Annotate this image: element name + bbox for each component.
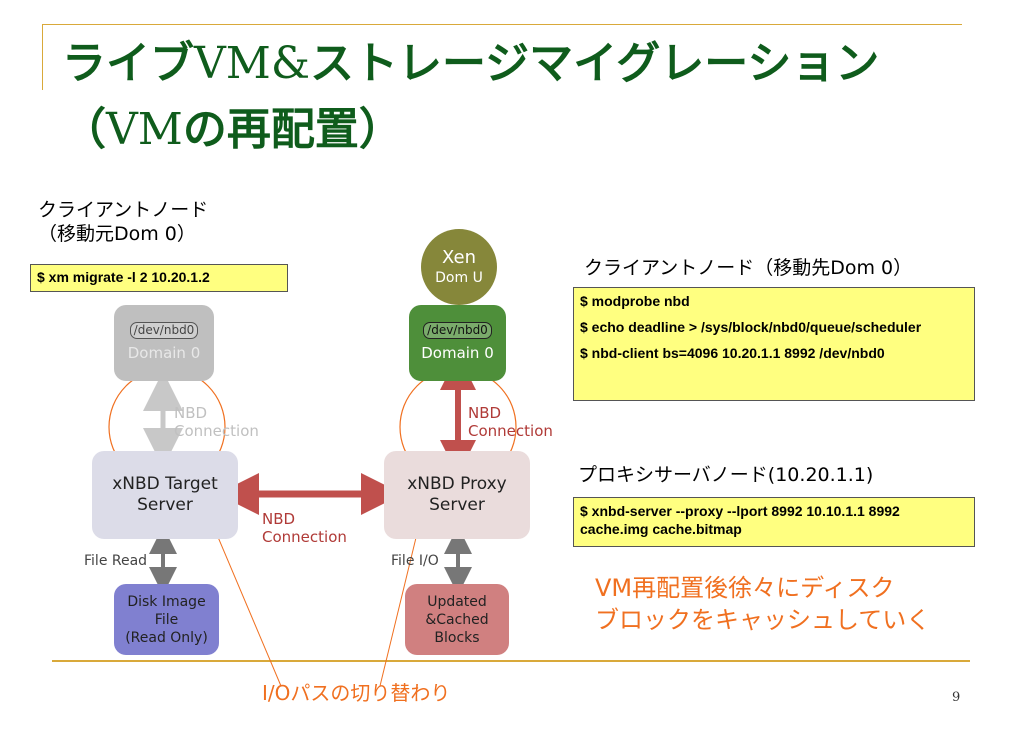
xen-domu-node: Xen Dom U xyxy=(421,229,497,305)
proxy-command-box: $ xnbd-server --proxy --lport 8992 10.10… xyxy=(573,497,975,547)
left-nbd-connection-label: NBD Connection xyxy=(174,404,259,440)
dest-domain0-box: /dev/nbd0 Domain 0 xyxy=(409,305,506,381)
footer-rule xyxy=(52,660,970,662)
dest-command-1: $ modprobe nbd xyxy=(580,293,690,309)
cached-blocks: Updated &Cached Blocks xyxy=(405,584,509,655)
file-io-label: File I/O xyxy=(391,553,439,569)
dest-command-2: $ echo deadline > /sys/block/nbd0/queue/… xyxy=(580,319,922,335)
middle-nbd-connection-label: NBD Connection xyxy=(262,510,347,546)
proxy-node-label: プロキシサーバノード(10.20.1.1) xyxy=(578,464,874,486)
dest-command-3: $ nbd-client bs=4096 10.20.1.1 8992 /dev… xyxy=(580,345,885,361)
xnbd-proxy-server: xNBD Proxy Server xyxy=(384,451,530,539)
io-path-switch-label: I/Oパスの切り替わり xyxy=(262,681,451,705)
slide-title-line1: ライブVM&ストレージマイグレーション xyxy=(62,38,880,89)
dest-node-label: クライアントノード（移動先Dom 0） xyxy=(584,257,913,279)
source-node-label: クライアントノード （移動元Dom 0） xyxy=(38,199,209,245)
page-number: 9 xyxy=(952,690,961,705)
right-nbd-connection-label: NBD Connection xyxy=(468,404,553,440)
dest-command-box: $ modprobe nbd $ echo deadline > /sys/bl… xyxy=(573,287,975,401)
xnbd-target-server: xNBD Target Server xyxy=(92,451,238,539)
source-command-box: $ xm migrate -l 2 10.20.1.2 xyxy=(30,264,288,292)
source-domain0-box: /dev/nbd0 Domain 0 xyxy=(114,305,214,381)
slide-title-line2: （VMの再配置） xyxy=(62,104,403,155)
title-top-rule xyxy=(42,24,962,25)
caching-note: VM再配置後徐々にディスク ブロックをキャッシュしていく xyxy=(595,574,931,634)
disk-image-file: Disk Image File (Read Only) xyxy=(114,584,219,655)
source-nbd-device: /dev/nbd0 xyxy=(129,322,199,339)
title-left-rule xyxy=(42,24,43,90)
dest-nbd-device: /dev/nbd0 xyxy=(423,322,492,339)
file-read-label: File Read xyxy=(84,553,148,569)
